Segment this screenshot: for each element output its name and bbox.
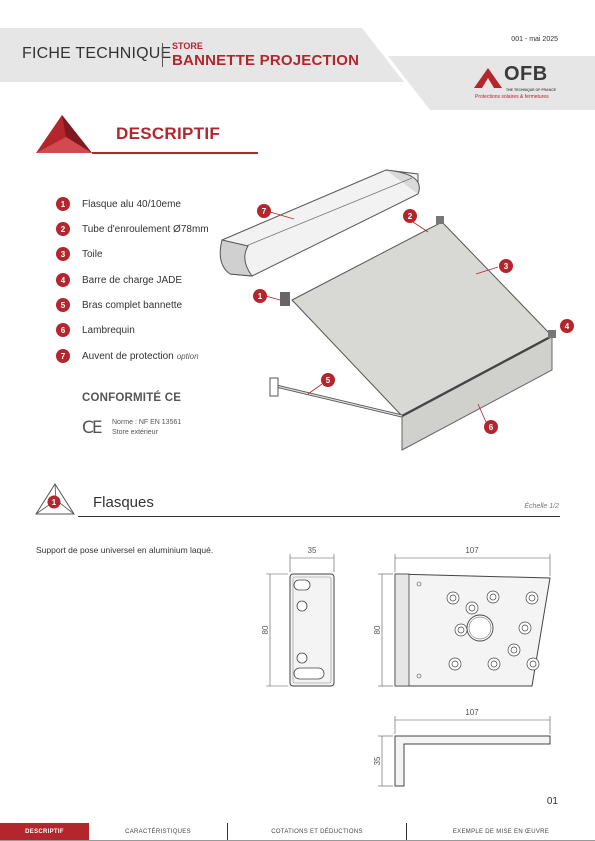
- section-pyramid-icon: [36, 115, 92, 153]
- legend-item: 2 Tube d'enroulement Ø78mm: [56, 221, 209, 237]
- dim-side-width: 107: [465, 546, 479, 555]
- arm-drawing: [269, 377, 403, 418]
- document-reference: 001 - mai 2025: [511, 36, 558, 43]
- legend-label: Auvent de protection: [82, 350, 174, 362]
- footer-tab-cotations[interactable]: COTATIONS ET DÉDUCTIONS: [271, 829, 363, 835]
- legend-label: Toile: [82, 248, 103, 260]
- legend-item: 1 Flasque alu 40/10eme: [56, 196, 181, 212]
- logo-baseline: THE TECHNIQUE OF FRANCE: [506, 88, 556, 92]
- legend-label: Bras complet bannette: [82, 299, 183, 311]
- callout-5: 5: [326, 376, 331, 385]
- dim-front-width: 35: [308, 546, 317, 555]
- ce-norm-usage: Store extérieur: [112, 429, 158, 436]
- ce-mark-icon: CE: [82, 418, 103, 438]
- footer-tab-caracteristiques[interactable]: CARACTÉRISTIQUES: [125, 829, 191, 835]
- section-title-descriptif: DESCRIPTIF: [116, 124, 221, 143]
- bracket-front-view: 35 80: [261, 546, 335, 687]
- section-rule: [78, 516, 560, 517]
- legend-number: 6: [56, 323, 70, 337]
- footer-separator: [406, 823, 407, 841]
- legend-item: 4 Barre de charge JADE: [56, 272, 182, 288]
- legend-number: 5: [56, 298, 70, 312]
- fabric-drawing: [280, 216, 556, 451]
- dim-bottom-height: 35: [373, 756, 382, 765]
- bracket-side-view: 107 80: [373, 546, 551, 687]
- callout-4: 4: [565, 322, 570, 331]
- legend-label: Lambrequin: [82, 324, 135, 336]
- dim-front-height: 80: [261, 625, 270, 634]
- legend-option-tag: option: [176, 351, 199, 361]
- hood-drawing: [219, 169, 420, 277]
- legend-item: 3 Toile: [56, 246, 103, 262]
- callouts: 7 2 3 1 4 5 6: [253, 204, 574, 434]
- legend-number: 2: [56, 222, 70, 236]
- drawing-scale: Échelle 1/2: [524, 503, 559, 510]
- conformite-title: CONFORMITÉ CE: [82, 392, 182, 404]
- bracket-technical-drawing: 35 80 107 80: [261, 546, 551, 787]
- legend-item: 7 Auvent de protection option: [56, 348, 199, 364]
- callout-1: 1: [258, 292, 263, 301]
- legend-label: Flasque alu 40/10eme: [82, 198, 181, 210]
- legend-number: 3: [56, 247, 70, 261]
- ce-norm-text: Norme : NF EN 13561 Store extérieur: [112, 418, 181, 438]
- ofb-logo: [474, 68, 502, 88]
- header-category: STORE: [172, 41, 203, 51]
- callout-7: 7: [262, 207, 267, 216]
- header-separator: [162, 43, 163, 67]
- legend-number: 1: [56, 197, 70, 211]
- flasques-description: Support de pose universel en aluminium l…: [36, 545, 214, 555]
- legend-number: 7: [56, 349, 70, 363]
- section-underline: [92, 152, 258, 154]
- legend-number: 4: [56, 273, 70, 287]
- bracket-bottom-view: 107 35: [373, 708, 551, 787]
- footer-tab-descriptif[interactable]: DESCRIPTIF: [0, 823, 89, 841]
- section-number-icon: 1: [35, 483, 75, 515]
- callout-3: 3: [504, 262, 509, 271]
- ce-norm-standard: Norme : NF EN 13561: [112, 419, 182, 426]
- legend-item: 5 Bras complet bannette: [56, 297, 182, 313]
- dim-side-height: 80: [373, 625, 382, 634]
- callout-2: 2: [408, 212, 413, 221]
- callout-6: 6: [489, 423, 494, 432]
- page-number: 01: [546, 796, 558, 807]
- footer-tab-exemple[interactable]: EXEMPLE DE MISE EN ŒUVRE: [452, 829, 550, 835]
- logo-wordmark: OFB: [504, 63, 548, 85]
- section-title-flasques: Flasques: [93, 494, 154, 511]
- awning-illustration: 7 2 3 1 4 5 6: [219, 169, 574, 451]
- legend-label: Tube d'enroulement Ø78mm: [82, 223, 209, 235]
- footer-separator: [227, 823, 228, 841]
- page-header-title: FICHE TECHNIQUE: [22, 45, 172, 62]
- header-product-name: BANNETTE PROJECTION: [172, 52, 360, 69]
- legend-item: 6 Lambrequin: [56, 322, 135, 338]
- legend-label: Barre de charge JADE: [82, 274, 183, 286]
- logo-tagline: Protections solaires & fermetures: [475, 94, 549, 100]
- section-number: 1: [52, 498, 57, 507]
- dim-bottom-width: 107: [465, 708, 479, 717]
